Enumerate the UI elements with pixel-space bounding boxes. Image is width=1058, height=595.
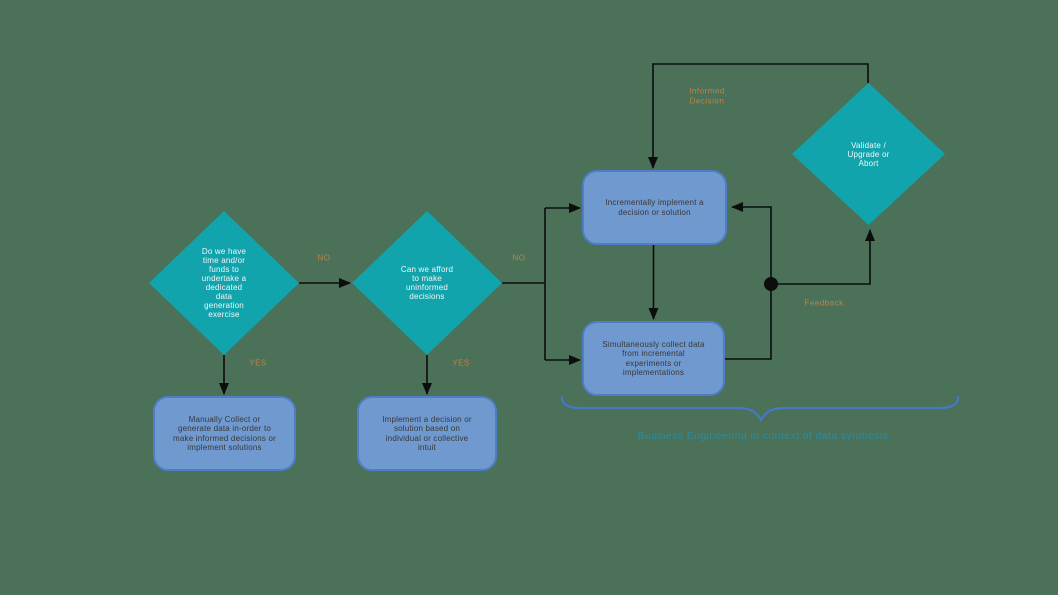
edge-informed-decision-to-incremental: [648, 63, 869, 169]
junction-dot: [764, 277, 778, 291]
process-node-label: Simultaneously collect data from increme…: [602, 339, 705, 378]
process-node-label: Implement a decision or solution based o…: [382, 414, 472, 453]
decision-node-label: Validate / Upgrade or Abort: [847, 140, 890, 168]
decision-node-label: Do we have time and/or funds to undertak…: [201, 247, 247, 319]
decision-node-label: Can we afford to make uninformed decisio…: [400, 265, 454, 301]
edge-feedback-to-validate: [771, 229, 875, 285]
brace-caption: Business Engineering in context of data …: [637, 430, 889, 442]
process-node-simultaneous-collect: Simultaneously collect data from increme…: [582, 321, 725, 396]
process-node-incremental-implement: Incrementally implement a decision or so…: [582, 170, 727, 245]
process-node-manual-collect: Manually Collect or generate data in-ord…: [153, 396, 296, 471]
edge-label-feedback: Feedback: [804, 298, 844, 308]
edge-label-no-1: NO: [317, 253, 331, 263]
process-node-label: Manually Collect or generate data in-ord…: [172, 414, 277, 453]
edge-label-no-2: NO: [512, 253, 526, 263]
edge-label-informed-decision: Informed Decision: [689, 86, 725, 106]
process-node-label: Incrementally implement a decision or so…: [605, 198, 704, 217]
process-node-implement-intuition: Implement a decision or solution based o…: [357, 396, 497, 471]
edge-label-yes-2: YES: [452, 358, 470, 368]
curly-brace: [560, 395, 960, 423]
edge-label-yes-1: YES: [249, 358, 267, 368]
